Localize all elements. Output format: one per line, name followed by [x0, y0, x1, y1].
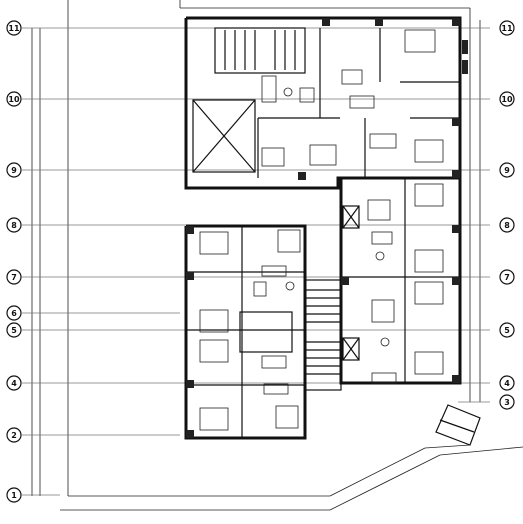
grid-bubble-left — [6, 305, 22, 321]
grid-bubble-label: 7 — [504, 273, 510, 282]
grid-bubble-left — [6, 162, 22, 178]
grid-bubble-label: 5 — [11, 326, 17, 335]
grid-bubble-label: 9 — [504, 166, 510, 175]
lower-left-block — [184, 224, 307, 440]
grid-bubble-left — [6, 20, 22, 36]
grid-lines — [22, 27, 490, 496]
upper-block — [184, 16, 462, 190]
grid-bubble-left — [6, 427, 22, 443]
grid-bubble-label: 8 — [504, 221, 510, 230]
grid-bubble-label: 7 — [11, 273, 17, 282]
grid-bubble-right — [499, 394, 515, 410]
grid-bubble-right — [499, 375, 515, 391]
grid-bubble-label: 4 — [504, 379, 510, 388]
grid-bubble-label: 2 — [11, 431, 17, 440]
column-markers — [186, 18, 468, 438]
grid-bubble-label: 9 — [11, 166, 17, 175]
grid-bubble-label: 10 — [501, 95, 513, 104]
stair-core — [304, 279, 342, 391]
grid-bubble-label: 5 — [504, 326, 510, 335]
grid-bubble-left — [6, 269, 22, 285]
entrance-ramp — [435, 404, 481, 446]
grid-bubble-label: 8 — [11, 221, 17, 230]
grid-bubble-label: 11 — [501, 24, 513, 33]
grid-bubble-label: 3 — [504, 398, 510, 407]
furniture-beds — [199, 29, 444, 431]
furniture-living — [253, 69, 397, 429]
grid-bubbles-right: 11 10 9 8 7 5 4 3 — [499, 20, 515, 410]
grid-bubble-left — [6, 91, 22, 107]
grid-bubble-right — [499, 217, 515, 233]
grid-bubble-right — [499, 269, 515, 285]
grid-bubble-left — [6, 487, 22, 503]
grid-bubble-right — [499, 322, 515, 338]
grid-bubble-right — [499, 91, 515, 107]
grid-bubble-label: 11 — [8, 24, 20, 33]
grid-bubble-label: 10 — [8, 95, 20, 104]
grid-bubble-label: 6 — [11, 309, 17, 318]
grid-bubble-label: 1 — [11, 491, 17, 500]
grid-bubble-label: 4 — [11, 379, 17, 388]
grid-bubble-left — [6, 375, 22, 391]
grid-bubble-left — [6, 217, 22, 233]
grid-bubbles-left: 11 10 9 8 7 6 5 4 2 1 — [6, 20, 22, 503]
grid-bubble-right — [499, 162, 515, 178]
grid-bubble-right — [499, 20, 515, 36]
grid-bubble-left — [6, 322, 22, 338]
site-boundary — [31, 0, 523, 511]
